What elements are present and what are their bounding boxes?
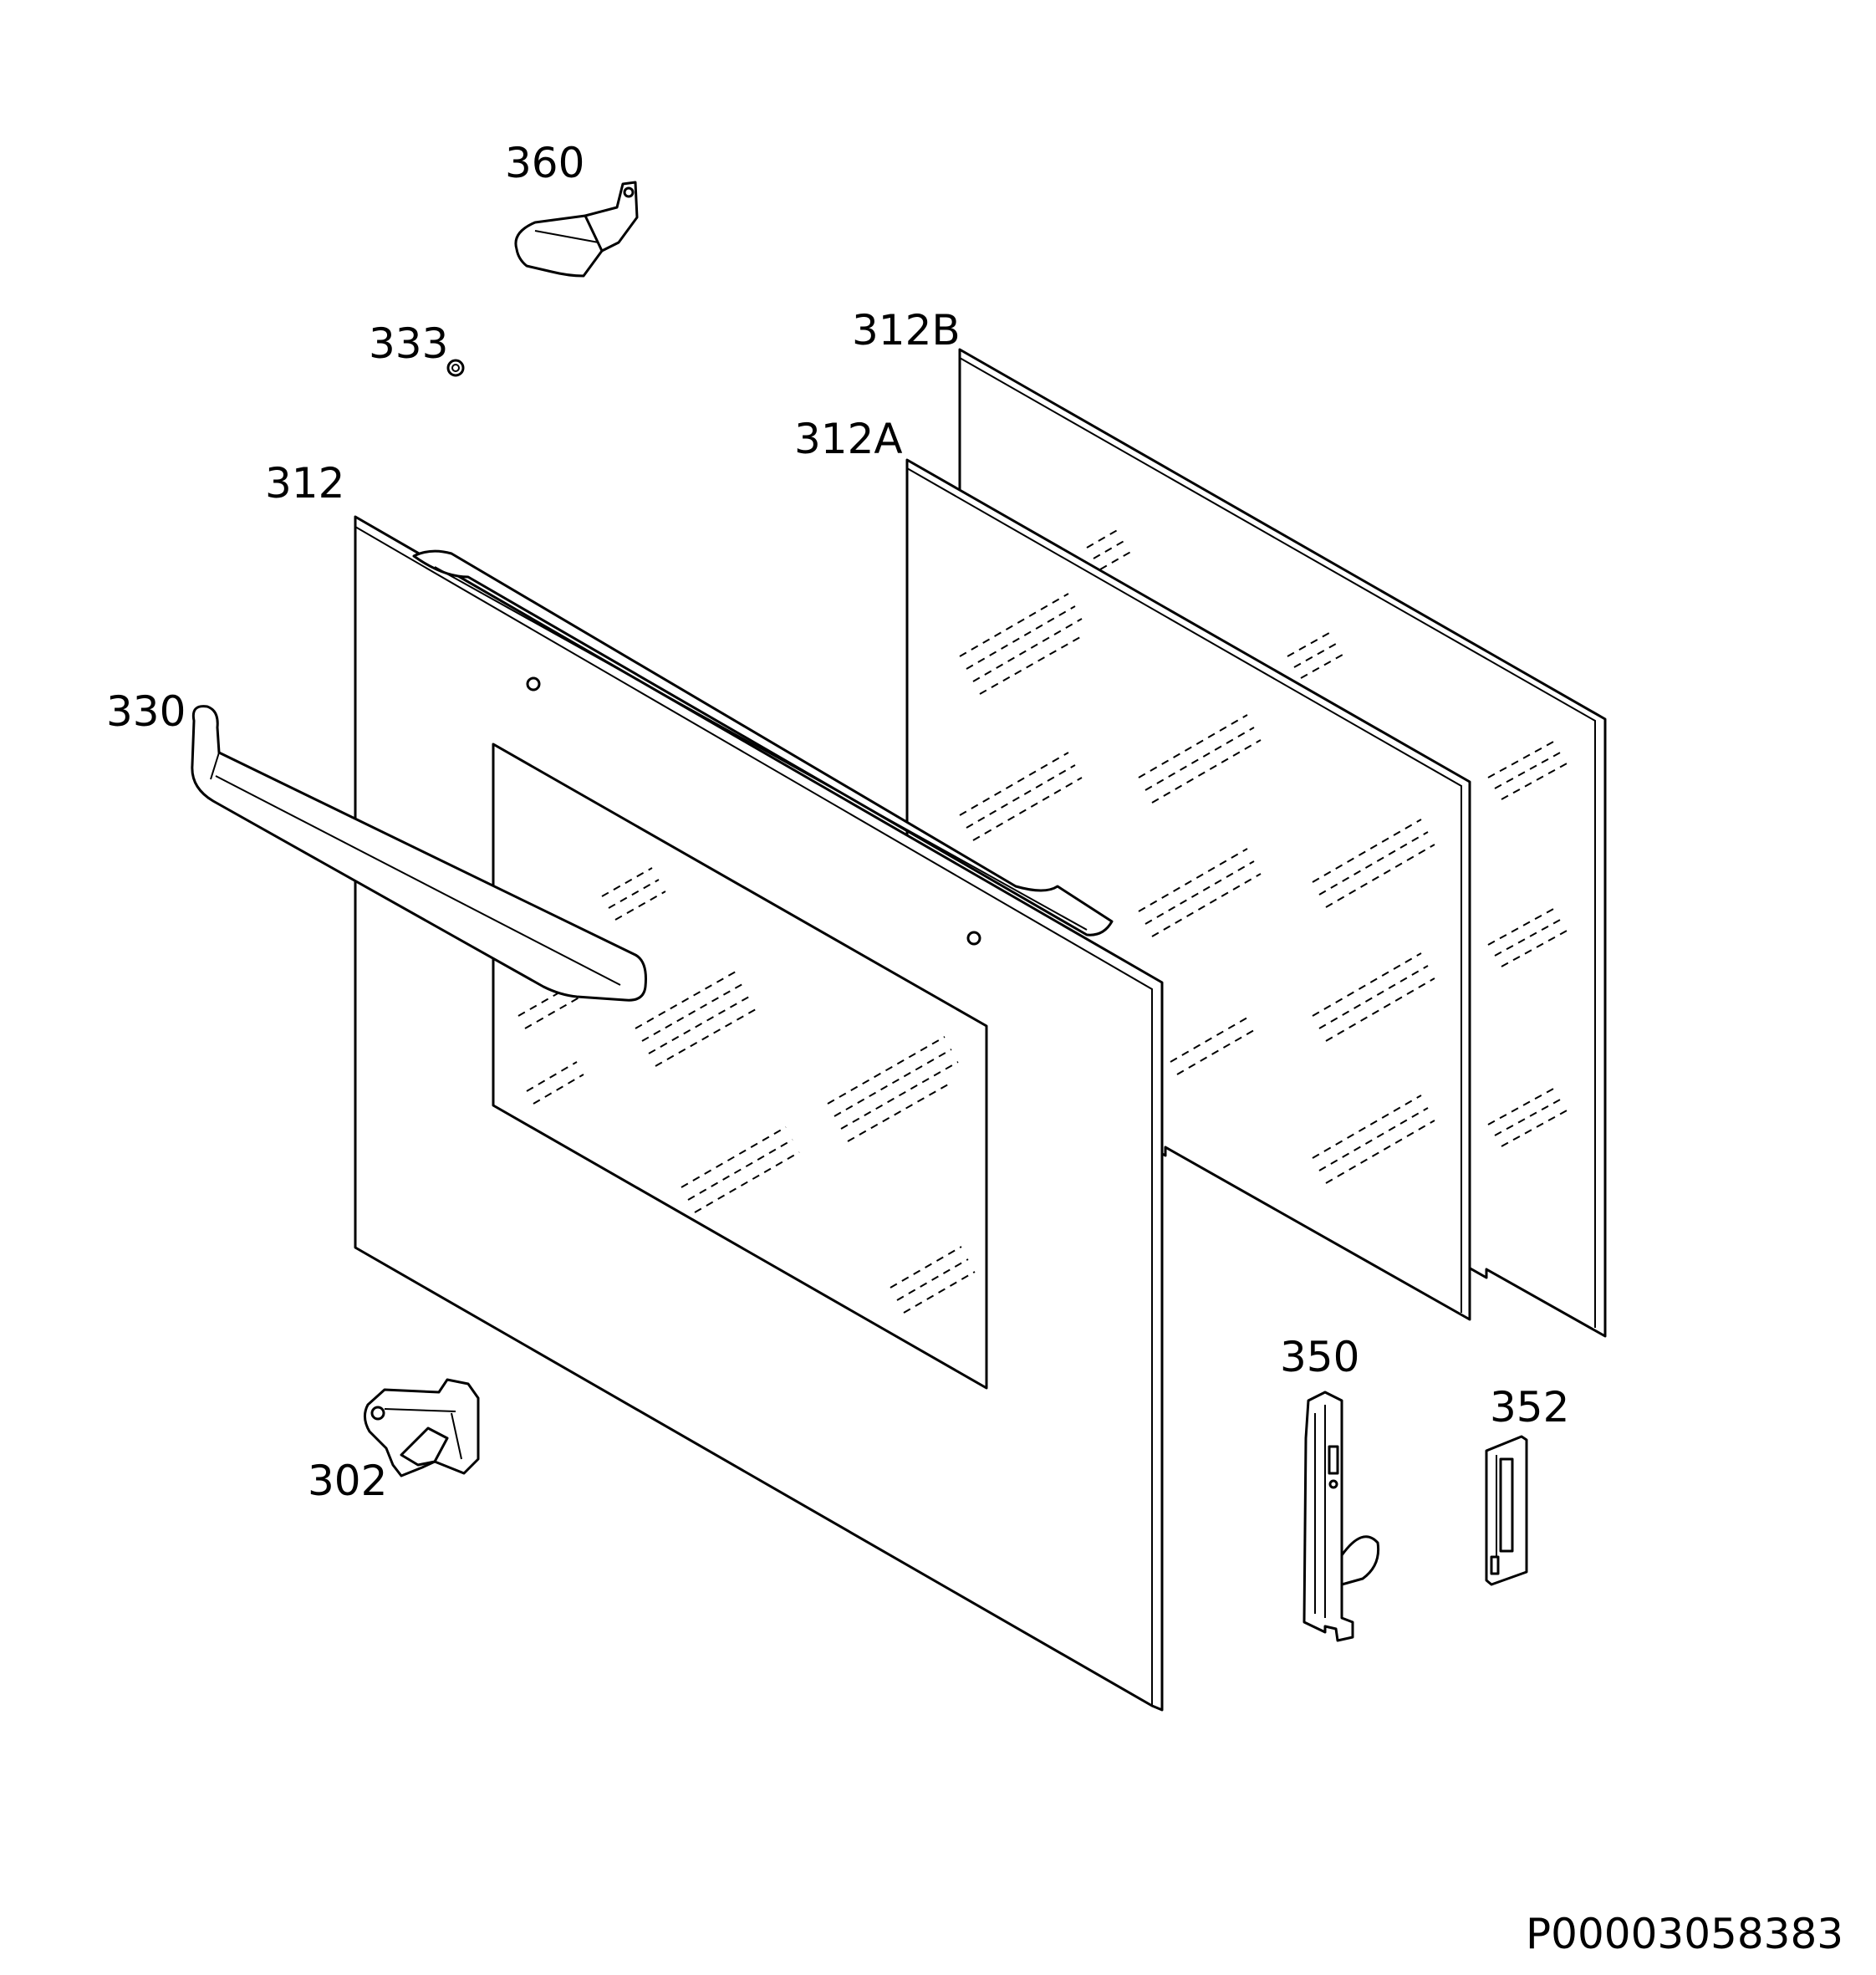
part-330-door-handle	[191, 705, 647, 1002]
part-352-hinge-receiver	[1485, 1435, 1528, 1586]
part-label-360: 360	[505, 139, 584, 187]
part-label-312a: 312A	[794, 415, 903, 463]
part-333-screw	[446, 359, 465, 377]
screw-hole	[966, 931, 981, 946]
part-label-333: 333	[369, 319, 448, 368]
part-label-312: 312	[265, 459, 344, 508]
part-302-bracket	[364, 1378, 480, 1477]
screw-hole	[526, 676, 541, 692]
part-312-outer-door-glass	[354, 515, 1164, 1712]
diagram-code: P00003058383	[1526, 1910, 1843, 1958]
part-label-350: 350	[1280, 1333, 1359, 1381]
part-label-352: 352	[1490, 1383, 1569, 1431]
part-label-312b: 312B	[852, 306, 961, 355]
glass-reflection-hatch	[1086, 528, 1569, 1147]
part-label-302: 302	[308, 1457, 387, 1505]
part-360-hinge-cover	[514, 181, 639, 278]
glass-reflection-hatch	[517, 867, 976, 1314]
glass-reflection-hatch	[959, 593, 1435, 1184]
part-350-door-hinge	[1302, 1391, 1380, 1642]
part-label-330: 330	[106, 687, 186, 736]
